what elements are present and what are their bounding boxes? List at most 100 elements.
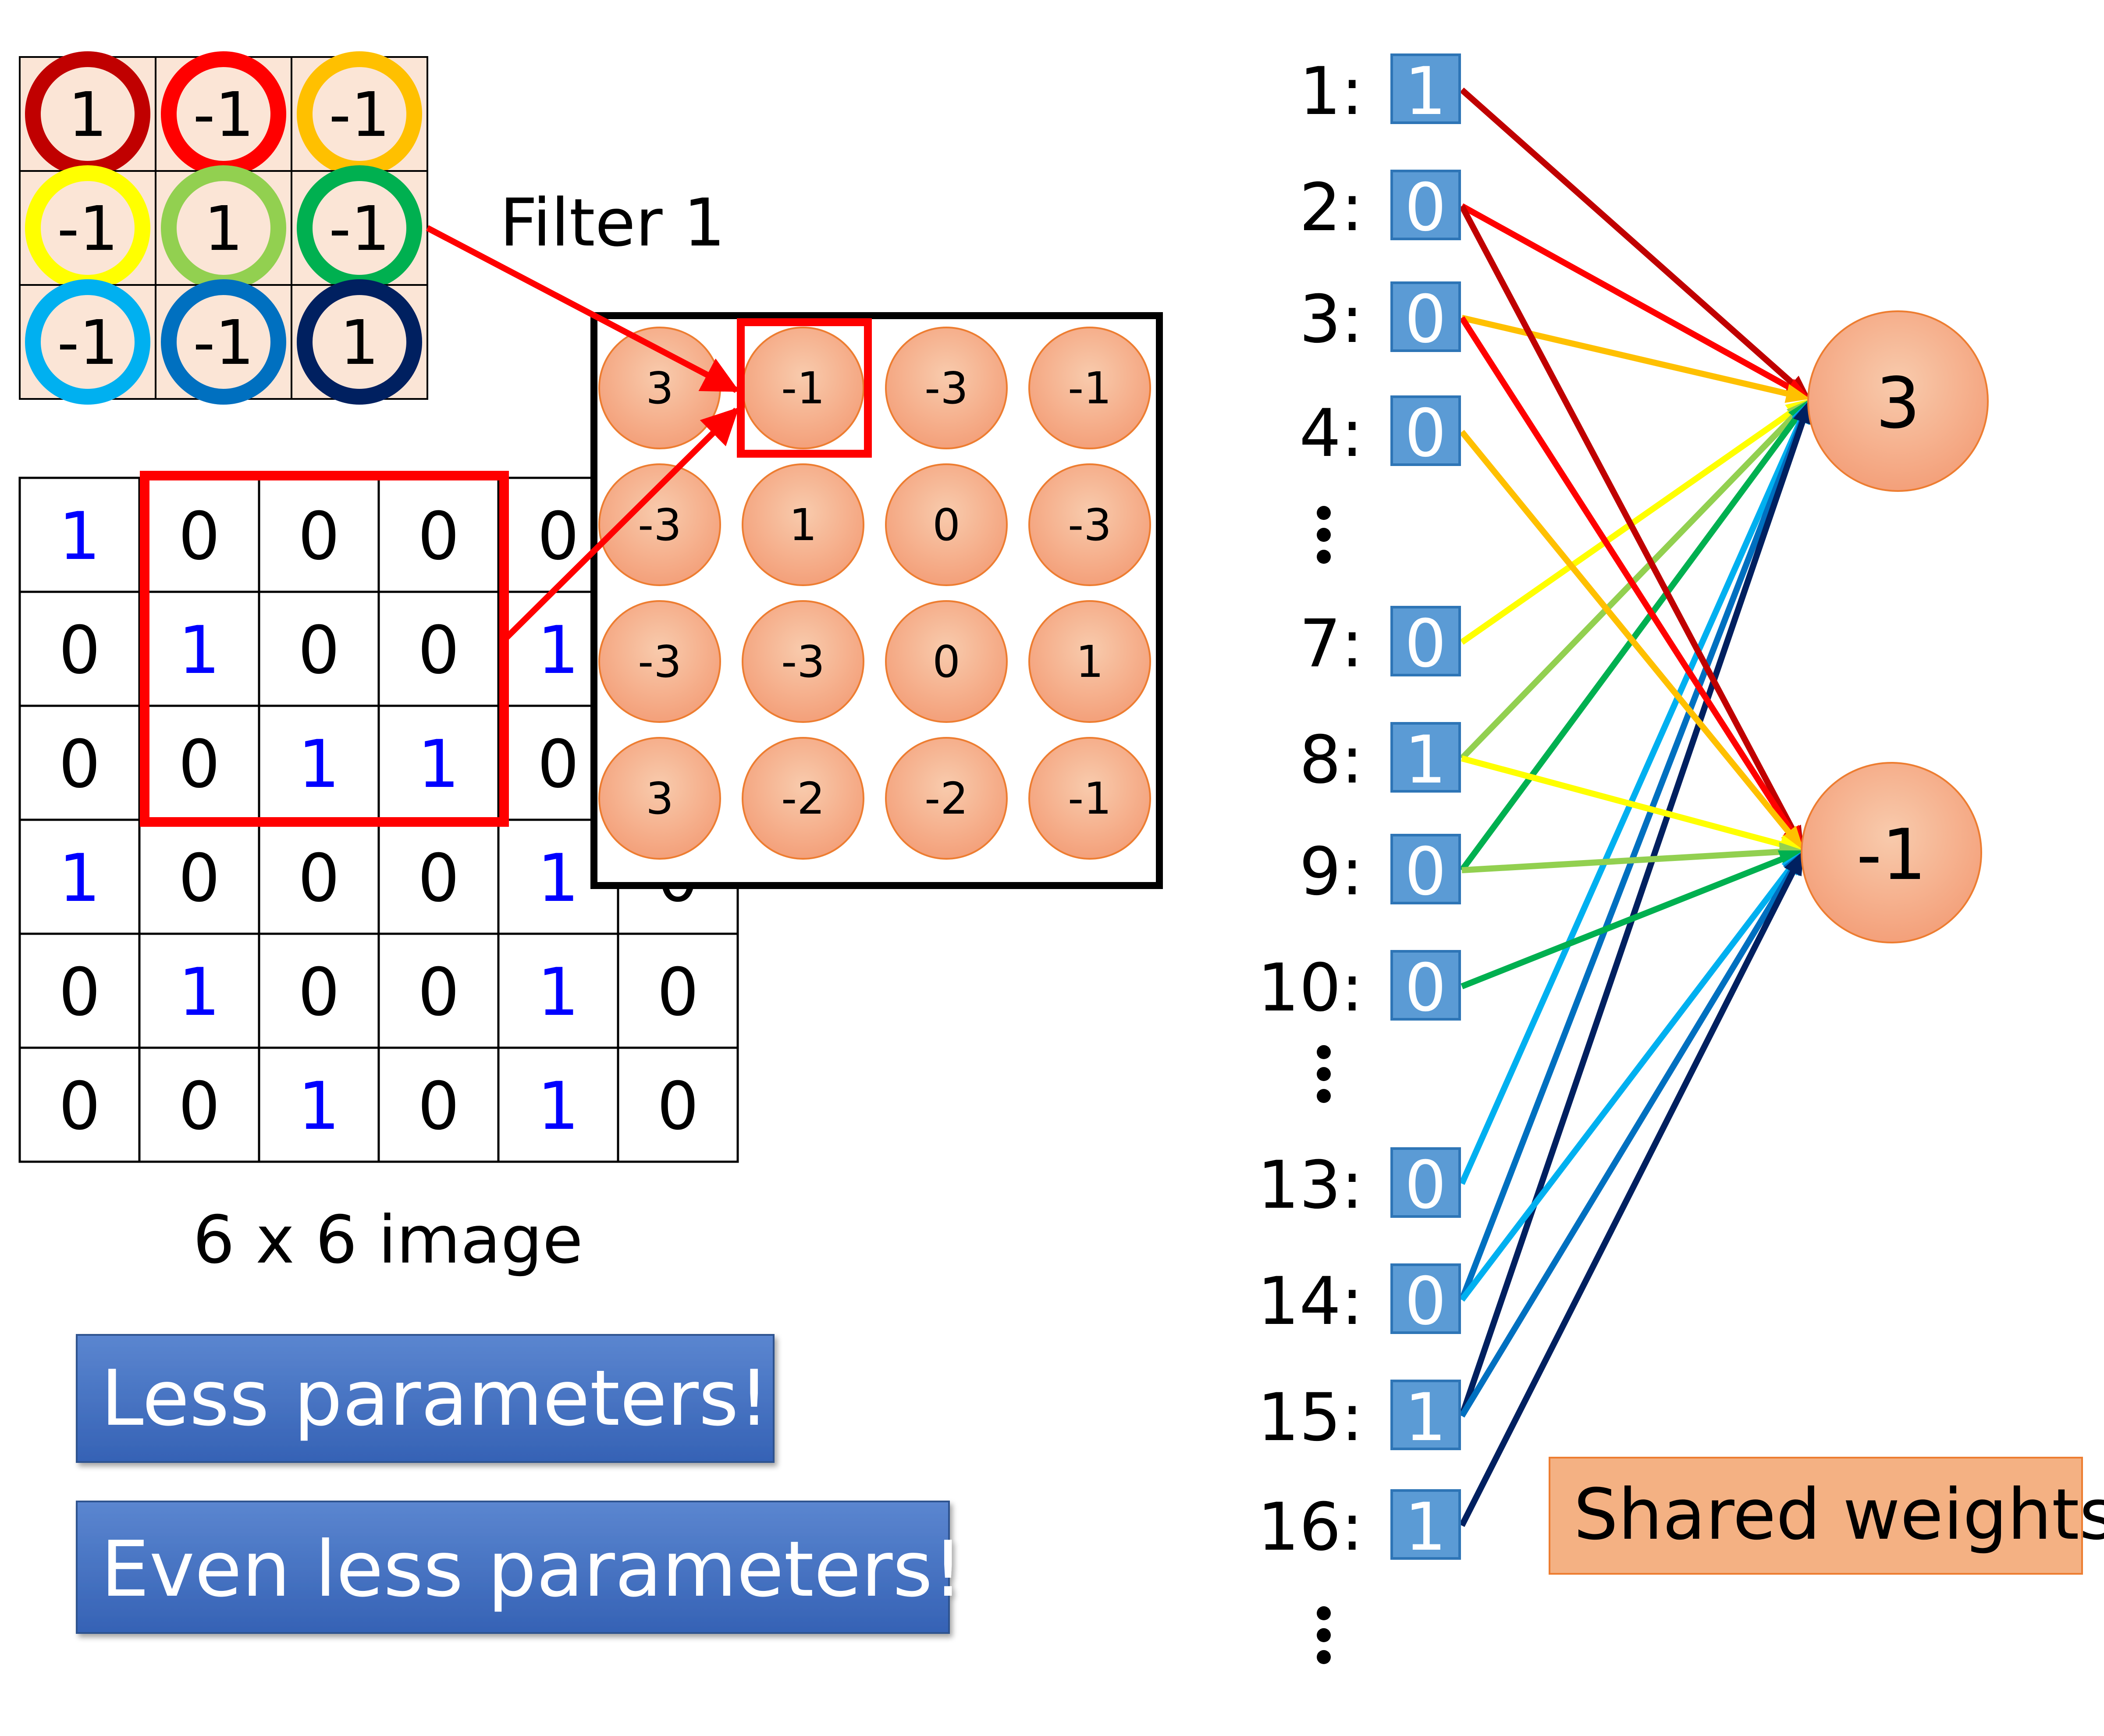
filter-label: Filter 1: [500, 185, 725, 261]
feature-value: -3: [924, 363, 968, 414]
receptive-field-highlight: [140, 471, 509, 827]
input-row: 3:0: [1299, 281, 1461, 358]
filter-weight: 1: [340, 307, 379, 379]
image-cell: 0: [138, 704, 260, 821]
image-pixel: 0: [418, 840, 459, 917]
input-value: 1: [1404, 1489, 1446, 1565]
image-pixel: 0: [298, 498, 340, 575]
input-index: 14:: [1258, 1263, 1363, 1340]
image-cell: 1: [18, 477, 141, 593]
filter-weight-ring: [297, 279, 422, 405]
feature-value: -1: [1068, 773, 1112, 824]
input-index: 7:: [1299, 606, 1363, 682]
input-row: 2: 0: [1299, 170, 1461, 246]
image-cell: 1: [377, 704, 500, 821]
feature-node: -2: [885, 737, 1008, 860]
image-pixel: 0: [298, 840, 340, 917]
feature-value: -1: [781, 363, 825, 414]
input-value: 0: [1404, 395, 1446, 472]
feature-value: -3: [638, 499, 682, 551]
feature-node: 3: [598, 737, 721, 860]
feature-value: -1: [1068, 363, 1112, 414]
feature-value: -3: [638, 636, 682, 687]
input-value-box: [1390, 1489, 1461, 1560]
image-pixel: 0: [537, 498, 579, 575]
image-cell: 1: [258, 1046, 380, 1163]
input-value: 0: [1404, 1263, 1446, 1340]
image-cell: 0: [617, 1046, 739, 1163]
weight-edge: [1460, 87, 1810, 399]
image-pixel: 0: [298, 612, 340, 689]
image-pixel: 1: [59, 498, 100, 575]
feature-node: -3: [885, 327, 1008, 449]
image-pixel: 1: [59, 840, 100, 917]
input-index: 9:: [1299, 834, 1363, 910]
input-value-box: [1390, 950, 1461, 1021]
image-caption: 6 x 6 image: [193, 1202, 583, 1278]
image-cell: 0: [138, 818, 260, 935]
feature-value: 3: [646, 363, 674, 414]
output-neuron-bottom-value: -1: [1856, 814, 1926, 896]
image-pixel: 0: [59, 612, 100, 689]
feature-value: 1: [1076, 636, 1104, 687]
image-cell: 0: [18, 591, 141, 707]
filter-weight: -1: [57, 307, 118, 379]
filter-cell: -1: [291, 165, 428, 291]
output-neuron-top: 3: [1807, 310, 1989, 492]
image-pixel: 0: [178, 840, 220, 917]
input-row: 16:1: [1258, 1489, 1461, 1565]
filter-cell: 1: [155, 165, 292, 291]
image-pixel: 0: [178, 1068, 220, 1145]
input-value-box: [1390, 281, 1461, 352]
input-value: 1: [1404, 53, 1446, 130]
input-value-box: [1390, 1147, 1461, 1218]
input-row: 1:1: [1299, 53, 1461, 130]
even-less-parameters-text: Even less parameters!: [101, 1525, 963, 1614]
output-neuron-bottom: -1: [1801, 762, 1982, 943]
shared-weights-note: Shared weights: [1549, 1457, 2104, 1575]
input-index: 8:: [1299, 722, 1363, 798]
feature-node: 1: [742, 463, 864, 586]
image-cell: 0: [258, 477, 380, 593]
feature-node: -1: [1028, 327, 1151, 449]
feature-map-highlight: [737, 318, 872, 458]
feature-value: 0: [932, 636, 960, 687]
image-cell: 1: [497, 932, 619, 1049]
feature-value: -3: [1068, 499, 1112, 551]
feature-node: -3: [598, 463, 721, 586]
feature-node: -1: [1028, 737, 1151, 860]
feature-node: -3: [598, 600, 721, 723]
filter-cell: 1: [291, 279, 428, 405]
image-pixel: 0: [418, 498, 459, 575]
weight-edge: [1459, 430, 1804, 850]
filter-weight: -1: [57, 193, 118, 265]
input-value-box: [1390, 1380, 1461, 1450]
image-pixel: 0: [59, 726, 100, 803]
input-value: 0: [1404, 170, 1446, 246]
feature-node: -2: [742, 737, 864, 860]
image-cell: 0: [617, 932, 739, 1049]
weight-edge: [1459, 399, 1810, 761]
image-pixel: 0: [298, 954, 340, 1031]
weight-edge: [1461, 315, 1810, 403]
input-row: 13:0: [1258, 1147, 1461, 1224]
input-index: 2:: [1299, 170, 1363, 246]
feature-node: -1: [742, 327, 864, 449]
input-row: 8:1: [1299, 722, 1461, 798]
input-row: 15:1: [1258, 1380, 1461, 1456]
image-cell: 0: [138, 477, 260, 593]
feature-value: 1: [789, 499, 817, 551]
input-value-box: [1390, 834, 1461, 904]
feature-node: -3: [742, 600, 864, 723]
image-pixel: 0: [537, 726, 579, 803]
ellipsis-2: [1317, 1045, 1331, 1103]
feature-node: 1: [1028, 600, 1151, 723]
image-pixel: 1: [537, 1068, 579, 1145]
input-row: 9:0: [1299, 834, 1461, 910]
filter-weight: -1: [329, 193, 390, 265]
feature-value: -2: [781, 773, 825, 824]
feature-node: -3: [1028, 463, 1151, 586]
input-value: 0: [1404, 1147, 1446, 1224]
